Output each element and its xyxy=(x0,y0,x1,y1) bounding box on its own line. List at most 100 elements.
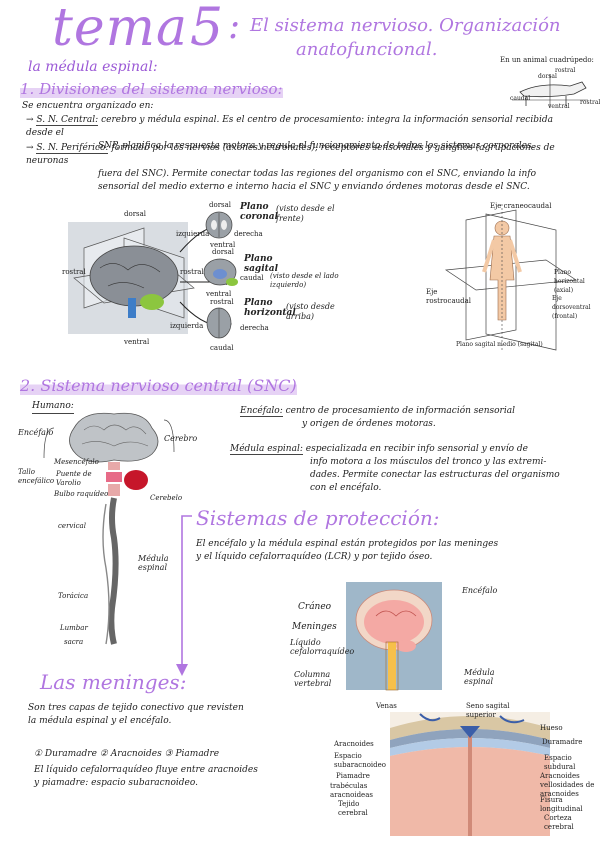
men-vellosidades: Aracnoides vellosidades de aracnoides xyxy=(540,772,595,798)
cns-mesencefalo: Mesencéfalo xyxy=(54,458,99,466)
sagittal-section-icon xyxy=(203,258,238,286)
men-venas: Venas xyxy=(376,702,397,710)
encefalo-def-label: Encéfalo: xyxy=(240,406,283,417)
snp-item: → S. N. Periférico: formado por los nerv… xyxy=(26,142,574,194)
meninges-drawing xyxy=(390,712,550,836)
meninges-line1: Son tres capas de tejido conectivo que r… xyxy=(28,703,244,713)
coronal-der: derecha xyxy=(234,230,263,238)
snp-line2: fuera del SNC). Permite conectar todas l… xyxy=(98,169,536,179)
quadruped-figure: En un animal cuadrúpedo: rostral dorsal … xyxy=(500,56,600,112)
sagittal-caudal: caudal xyxy=(240,274,264,282)
lcr-line2: y piamadre: espacio subaracnoideo. xyxy=(34,778,198,788)
proteccion-line2: y el líquido cefalorraquídeo (LCR) y por… xyxy=(196,552,433,562)
prot-medula: Médula espinal xyxy=(464,668,495,686)
human-cns-figure: Encéfalo Cerebro Mesencéfalo Puente de V… xyxy=(14,408,204,658)
meninges-text: Son tres capas de tejido conectivo que r… xyxy=(28,702,318,728)
horizontal-der: derecha xyxy=(240,324,269,332)
cns-lumbar: Lumbar xyxy=(60,624,88,632)
medula-def-label: Médula espinal: xyxy=(230,444,303,455)
cns-puente: Puente de Varolio xyxy=(56,470,92,487)
quadruped-l5: rostral xyxy=(580,99,600,106)
men-tejido: Tejido cerebral xyxy=(338,800,368,817)
cns-medula: Médula espinal xyxy=(138,554,169,572)
title-word: tema xyxy=(52,0,188,58)
snc-line2: SNP, planifica la respuesta motora y reg… xyxy=(98,141,535,151)
meninges-figure: Venas Seno sagital superior Hueso Aracno… xyxy=(330,700,596,844)
organized-as: Se encuentra organizado en: xyxy=(22,101,154,111)
cns-cerebro: Cerebro xyxy=(164,434,198,443)
medula-definition: Médula espinal: especializada en recibir… xyxy=(230,443,590,495)
human-cns-drawing xyxy=(43,412,175,645)
quadruped-drawing xyxy=(512,74,588,108)
header: tema 5 : El sistema nervioso. Organizaci… xyxy=(18,0,598,70)
proteccion-line1: El encéfalo y la médula espinal están pr… xyxy=(196,539,499,549)
planes-rostral: rostral xyxy=(62,268,86,276)
men-seno: Seno sagital superior xyxy=(466,702,510,719)
sagittal-dorsal: dorsal xyxy=(212,248,235,256)
cns-encefalo: Encéfalo xyxy=(18,428,54,437)
body-label-bottom: Plano sagital medio (sagital) xyxy=(456,341,543,348)
body-label-right1: Plano horizontal (axial) xyxy=(554,269,585,294)
coronal-dorsal: dorsal xyxy=(209,201,232,209)
men-espacio-sub: Espacio subaracnoideo xyxy=(334,752,386,769)
prot-craneo: Cráneo xyxy=(298,602,332,612)
horizontal-izq: izquierda xyxy=(170,322,204,330)
coronal-note: (visto desde el frente) xyxy=(276,204,335,223)
medula-def-line1: Médula espinal: especializada en recibir… xyxy=(230,443,590,456)
snp-text1: formado por los nervios (axones neuronal… xyxy=(26,143,555,166)
sagittal-note: (visto desde el lado izquierdo) xyxy=(270,272,339,289)
brain-planes-figure: dorsal izquierda derecha ventral Plano c… xyxy=(62,198,344,358)
men-duramadre: Duramadre xyxy=(542,738,583,746)
prot-liquido: Líquido cefalorraquídeo xyxy=(290,638,355,656)
body-planes-drawing xyxy=(444,204,578,351)
sagittal-ventral: ventral xyxy=(206,290,232,298)
cns-toracica: Torácica xyxy=(58,592,89,600)
coronal-izq: izquierda xyxy=(176,230,210,238)
men-espacio-sub2: Espacio subdural xyxy=(544,754,576,771)
medula-def-text1: especializada en recibir info sensorial … xyxy=(305,444,528,454)
men-trabeculas: trabéculas aracnoideas xyxy=(330,782,373,799)
horizontal-section-icon xyxy=(206,307,232,339)
men-hueso: Hueso xyxy=(540,724,563,732)
prot-meninges: Meninges xyxy=(292,622,337,632)
snp-line1: → S. N. Periférico: formado por los nerv… xyxy=(26,143,555,166)
body-label-top: Eje craneocaudal xyxy=(490,202,552,210)
cns-cervical: cervical xyxy=(58,522,86,530)
title-colon: : xyxy=(228,6,242,47)
human-label: Humano: xyxy=(32,400,74,414)
quadruped-l4: ventral xyxy=(548,103,570,110)
coronal-ventral: ventral xyxy=(210,241,236,249)
men-aracnoides: Aracnoides xyxy=(334,740,374,748)
encefalo-def-line1: Encéfalo: centro de procesamiento de inf… xyxy=(240,405,590,418)
cns-bulbo: Bulbo raquídeo xyxy=(54,490,109,498)
sagittal-title: Plano sagital xyxy=(244,254,279,274)
sagittal-rostral: rostral xyxy=(180,268,204,276)
quadruped-l1: rostral xyxy=(555,67,576,74)
title-line2: anatofuncional. xyxy=(296,39,438,60)
planes-dorsal-top: dorsal xyxy=(124,210,147,218)
men-fisura: Fisura longitudinal xyxy=(540,796,583,813)
coronal-section-icon xyxy=(205,211,233,239)
meninges-title: Las meninges: xyxy=(40,670,187,694)
quadruped-caption: En un animal cuadrúpedo: xyxy=(500,56,594,64)
section2-title: 2. Sistema nervioso central (SNC) xyxy=(20,376,297,395)
meninges-line2: la médula espinal y el encéfalo. xyxy=(28,716,172,726)
title-line1: El sistema nervioso. Organización xyxy=(250,15,561,36)
proteccion-text: El encéfalo y la médula espinal están pr… xyxy=(196,538,590,564)
encefalo-def-text1: centro de procesamiento de información s… xyxy=(285,406,515,416)
proteccion-title: Sistemas de protección: xyxy=(196,506,440,530)
snp-line3: sensorial del medio externo e interno ha… xyxy=(98,182,530,192)
prot-encefalo: Encéfalo xyxy=(462,586,498,595)
section1-title-text: 1. Divisiones del sistema nervioso: xyxy=(20,80,283,98)
planes-ventral: ventral xyxy=(124,338,150,346)
quadruped-l3: caudal xyxy=(510,95,531,102)
section1-title: 1. Divisiones del sistema nervioso: xyxy=(20,80,283,98)
cns-sacra: sacra xyxy=(64,638,84,646)
body-label-left: Eje rostrocaudal xyxy=(426,288,472,305)
meninges-list: ① Duramadre ② Aracnoides ③ Piamadre xyxy=(34,749,220,759)
snc-item: → S. N. Central: cerebro y médula espina… xyxy=(26,114,574,153)
snc-text1: cerebro y médula espinal. Es el centro d… xyxy=(26,115,553,138)
men-piamadre: Piamadre xyxy=(336,772,370,780)
medula-def-line2: info motora a los músculos del tronco y … xyxy=(310,457,547,467)
quadruped-l2: dorsal xyxy=(538,73,557,80)
